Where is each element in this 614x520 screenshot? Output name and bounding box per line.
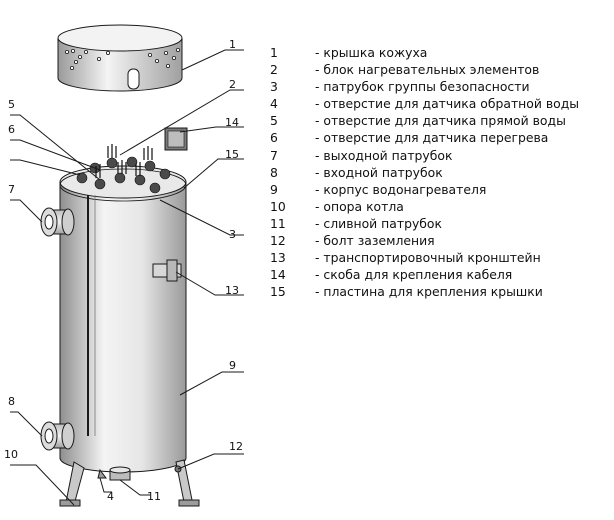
inlet-pipe — [40, 421, 75, 451]
legend-item-10: 10- опора котла — [270, 198, 404, 214]
callout-number-4: 4 — [107, 490, 114, 503]
legend-item-5: 5- отверстие для датчика прямой воды — [270, 113, 566, 129]
legend-item-13: 13- транспортировочный кронштейн — [270, 250, 541, 266]
legs — [59, 459, 200, 507]
callout-number-8: 8 — [8, 395, 15, 408]
legend-item-8: 8- входной патрубок — [270, 164, 443, 180]
legend-item-14: 14- скоба для крепления кабеля — [270, 267, 513, 283]
heating-element-block — [76, 127, 188, 194]
legend-item-11: 11- сливной патрубок — [270, 215, 442, 231]
transport-bracket — [152, 259, 182, 282]
outlet-pipe — [40, 207, 75, 237]
legend-item-6: 6- отверстие для датчика перегрева — [270, 130, 549, 146]
callout-number-7: 7 — [8, 183, 15, 196]
callout-number-1: 1 — [229, 38, 236, 51]
callout-numbers: 1 2 3 4 5 6 7 8 9 10 11 12 13 14 15 — [4, 38, 243, 503]
legend-item-4: 4- отверстие для датчика обратной воды — [270, 96, 580, 112]
legend-item-12: 12- болт заземления — [270, 233, 435, 249]
callout-number-10: 10 — [4, 448, 18, 461]
callout-number-13: 13 — [225, 284, 239, 297]
callout-number-11: 11 — [147, 490, 161, 503]
callout-number-14: 14 — [225, 116, 239, 129]
leader-lines — [10, 49, 244, 506]
heater-body — [59, 165, 187, 473]
callout-number-3: 3 — [229, 228, 236, 241]
callout-number-5: 5 — [8, 98, 15, 111]
legend-item-3: 3- патрубок группы безопасности — [270, 79, 530, 95]
callout-number-6: 6 — [8, 123, 15, 136]
legend-item-7: 7- выходной патрубок — [270, 147, 453, 163]
cover-cap — [57, 24, 183, 92]
legend-item-15: 15- пластина для крепления крышки — [270, 284, 543, 300]
callout-number-2: 2 — [229, 78, 236, 91]
legend-item-2: 2- блок нагревательных элементов — [270, 62, 540, 78]
callout-number-12: 12 — [229, 440, 243, 453]
legend-item-9: 9- корпус водонагревателя — [270, 181, 487, 197]
legend-item-1: 1- крышка кожуха — [270, 45, 428, 60]
callout-number-15: 15 — [225, 148, 239, 161]
callout-number-9: 9 — [229, 359, 236, 372]
legend-list: 1- крышка кожуха 2- блок нагревательных … — [270, 44, 610, 300]
